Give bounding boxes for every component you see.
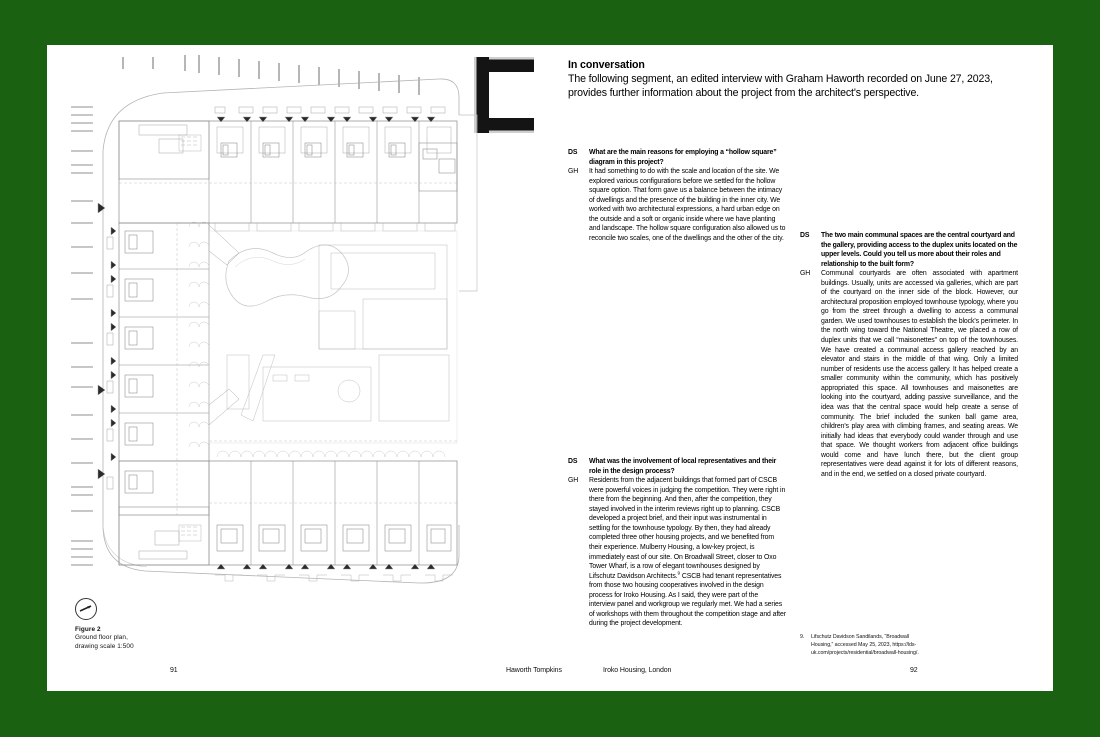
- qa-item: DS What was the involvement of local rep…: [568, 457, 786, 629]
- question-text: The two main communal spaces are the cen…: [821, 232, 1018, 268]
- answer-row: GH Residents from the adjacent buildings…: [568, 476, 786, 629]
- question-text: What are the main reasons for employing …: [589, 149, 777, 166]
- right-page: In conversation The following segment, a…: [550, 45, 1053, 691]
- question-row: DS The two main communal spaces are the …: [800, 231, 1018, 269]
- figure-caption: Figure 2 Ground floor plan, drawing scal…: [75, 598, 235, 651]
- figure-caption-line-2: drawing scale 1:500: [75, 643, 134, 651]
- intro-block: In conversation The following segment, a…: [568, 59, 1008, 101]
- speaker-tag-interviewer: DS: [800, 232, 810, 239]
- left-page: Figure 2 Ground floor plan, drawing scal…: [47, 45, 550, 691]
- answer-text-part-1: Residents from the adjacent buildings th…: [589, 477, 786, 580]
- question-row: DS What was the involvement of local rep…: [568, 457, 786, 476]
- answer-row: GH It had something to do with the scale…: [568, 167, 786, 244]
- footnote-number: 9.: [800, 634, 805, 640]
- footnote-text: Lifschutz Davidson Sandilands, “Broadwal…: [811, 634, 919, 656]
- speaker-tag-architect: GH: [568, 168, 579, 176]
- answer-text: It had something to do with the scale an…: [589, 168, 786, 242]
- question-row: DS What are the main reasons for employi…: [568, 148, 786, 167]
- page-number-left: 91: [170, 667, 178, 674]
- spread-footer: 91 Haworth Tompkins Iroko Housing, Londo…: [47, 651, 1053, 691]
- ground-floor-plan-drawing: [67, 55, 537, 615]
- qa-item: DS The two main communal spaces are the …: [800, 231, 1018, 479]
- answer-text-part-2: CSCB had tenant representatives from tho…: [589, 572, 786, 628]
- answer-text: Communal courtyards are often associated…: [821, 270, 1018, 478]
- answer-row: GH Communal courtyards are often associa…: [800, 269, 1018, 479]
- project-name: Iroko Housing, London: [603, 667, 672, 674]
- qa-column-left-first: DS What are the main reasons for employi…: [568, 148, 786, 244]
- qa-item: DS What are the main reasons for employi…: [568, 148, 786, 244]
- hollow-square-c-mark-icon: [470, 55, 538, 135]
- footnote-block: 9. Lifschutz Davidson Sandilands, “Broad…: [800, 634, 920, 658]
- figure-caption-line-1: Ground floor plan,: [75, 634, 128, 641]
- intro-paragraph: The following segment, an edited intervi…: [568, 72, 993, 99]
- north-arrow-icon: [75, 598, 97, 620]
- speaker-tag-architect: GH: [568, 477, 579, 485]
- speaker-tag-interviewer: DS: [568, 149, 578, 156]
- qa-column-right: DS The two main communal spaces are the …: [800, 231, 1018, 479]
- qa-column-left-second: DS What was the involvement of local rep…: [568, 457, 786, 629]
- question-text: What was the involvement of local repres…: [589, 458, 777, 475]
- page-number-right: 92: [910, 667, 918, 674]
- speaker-tag-interviewer: DS: [568, 458, 578, 465]
- book-spread: Figure 2 Ground floor plan, drawing scal…: [47, 45, 1053, 691]
- page-title: In conversation: [568, 59, 645, 71]
- speaker-tag-architect: GH: [800, 270, 811, 278]
- figure-label: Figure 2: [75, 626, 101, 633]
- studio-name: Haworth Tompkins: [506, 667, 562, 674]
- footnote-marker: 9: [677, 570, 681, 576]
- answer-text: Residents from the adjacent buildings th…: [589, 476, 786, 629]
